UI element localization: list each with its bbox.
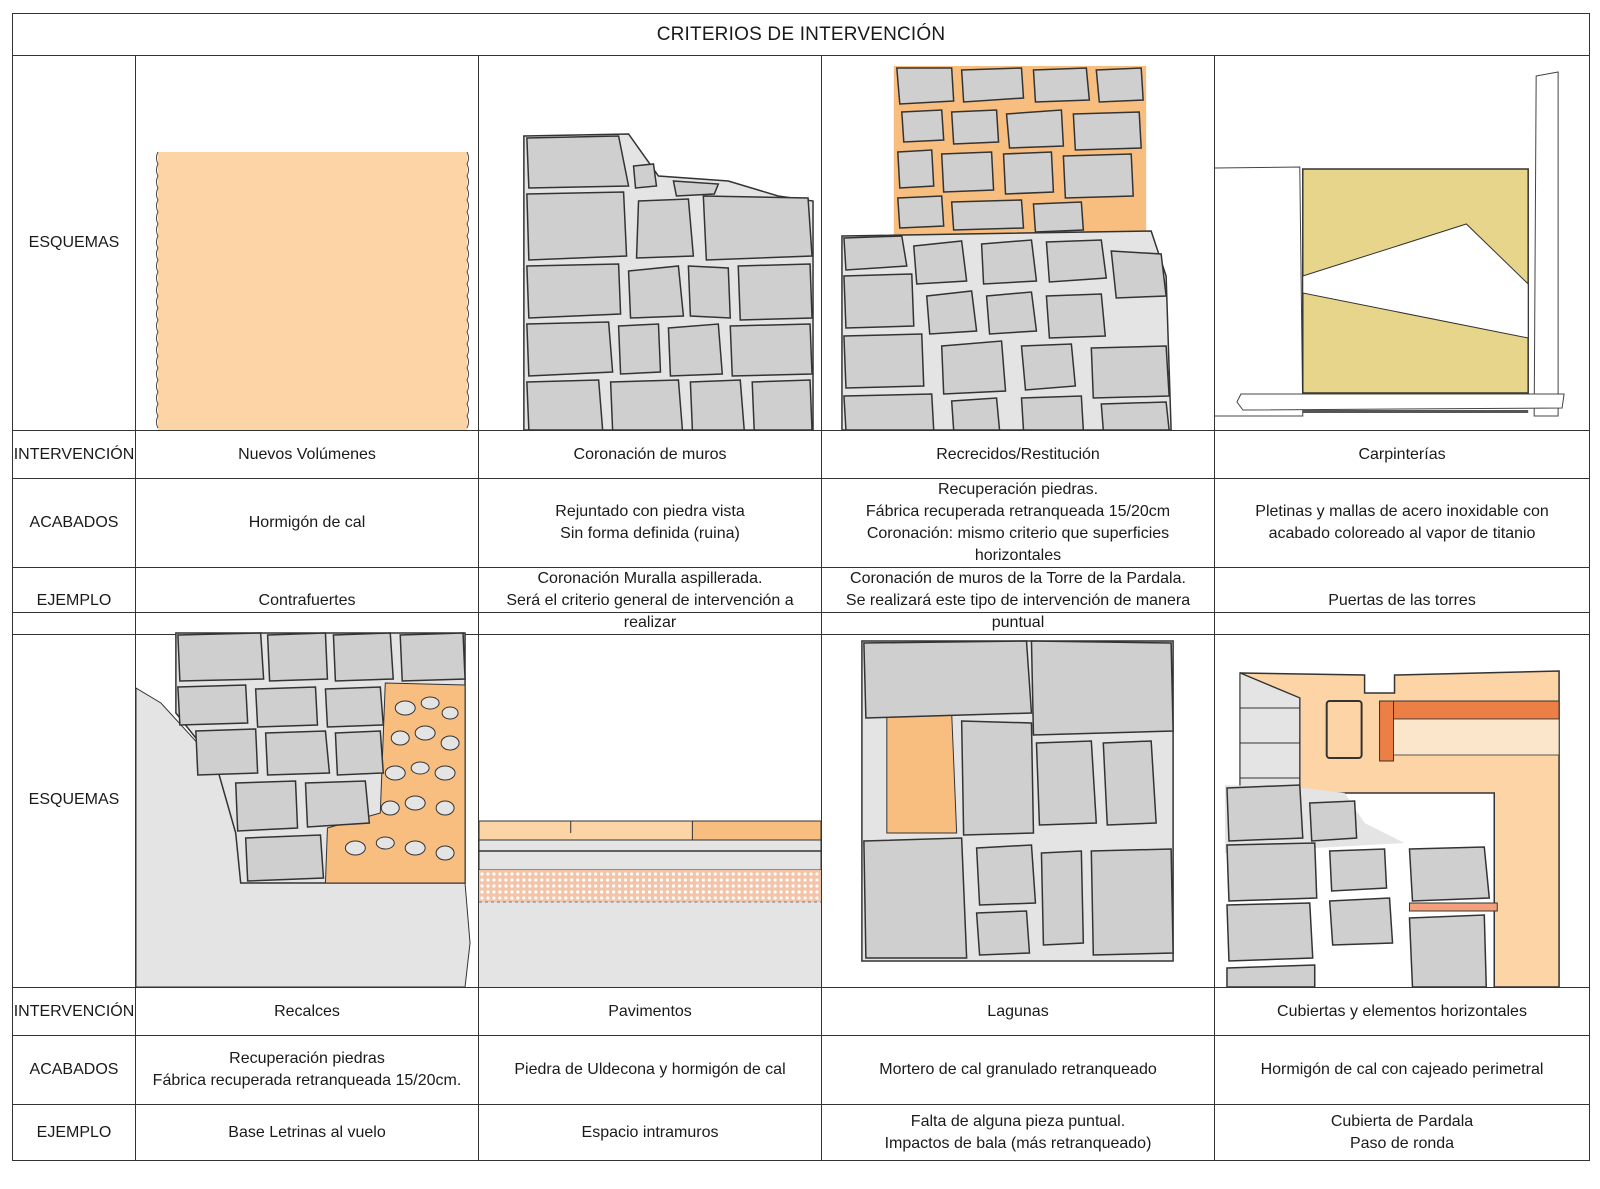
row-label-ejemplo: EJEMPLO bbox=[12, 1104, 136, 1161]
acabados-text: Piedra de Uldecona y hormigón de cal bbox=[514, 1061, 786, 1078]
schematic-gaps bbox=[821, 612, 1215, 988]
ejemplo-cell: Falta de alguna pieza puntual. Impactos … bbox=[821, 1104, 1215, 1161]
acabados-cell: Recuperación piedras. Fábrica recuperada… bbox=[821, 478, 1215, 568]
acabados-cell: Mortero de cal granulado retranqueado bbox=[821, 1035, 1215, 1105]
intervencion-cell: Coronación de muros bbox=[478, 430, 822, 479]
acabados-cell: Pletinas y mallas de acero inoxidable co… bbox=[1213, 478, 1591, 568]
ejemplo-text: Falta de alguna pieza puntual. Impactos … bbox=[884, 1112, 1152, 1152]
acabados-cell: Hormigón de cal bbox=[135, 478, 479, 568]
row-label-intervencion: INTERVENCIÓN bbox=[12, 987, 136, 1036]
acabados-cell: Recuperación piedras Fábrica recuperada … bbox=[135, 1035, 479, 1105]
row-label-esquemas: ESQUEMAS bbox=[12, 612, 136, 988]
row-label-esquemas: ESQUEMAS bbox=[12, 55, 136, 431]
ejemplo-text: Base Letrinas al vuelo bbox=[228, 1123, 386, 1141]
schematic-underpinning bbox=[135, 612, 479, 988]
schematic-paving bbox=[478, 612, 822, 988]
intervencion-cell: Carpinterías bbox=[1213, 430, 1591, 479]
table-title: CRITERIOS DE INTERVENCIÓN bbox=[11, 13, 1591, 56]
ejemplo-cell: Espacio intramuros bbox=[478, 1104, 822, 1161]
criteria-table-top: CRITERIOS DE INTERVENCIÓN ESQUEMAS bbox=[11, 13, 1591, 635]
schematic-carpentry bbox=[1213, 55, 1591, 431]
row-label-acabados: ACABADOS bbox=[12, 478, 136, 568]
intervencion-cell: Nuevos Volúmenes bbox=[135, 430, 479, 479]
acabados-text: Hormigón de cal con cajeado perimetral bbox=[1260, 1061, 1544, 1078]
schematic-new-volumes bbox=[135, 55, 479, 431]
ejemplo-text: Coronación Muralla aspillerada. Será el … bbox=[506, 570, 794, 631]
acabados-text: Recuperación piedras Fábrica recuperada … bbox=[152, 1050, 462, 1089]
ejemplo-cell: Cubierta de Pardala Paso de ronda bbox=[1214, 1104, 1590, 1161]
intervencion-cell: Pavimentos bbox=[478, 987, 822, 1036]
row-label-intervencion: INTERVENCIÓN bbox=[12, 430, 136, 479]
criteria-table-bottom: ESQUEMAS bbox=[12, 612, 1590, 1161]
intervencion-cell: Recalces bbox=[135, 987, 479, 1036]
acabados-cell: Hormigón de cal con cajeado perimetral bbox=[1214, 1035, 1590, 1105]
intervencion-cell: Lagunas bbox=[821, 987, 1215, 1036]
acabados-text: Rejuntado con piedra vista Sin forma def… bbox=[555, 503, 745, 542]
acabados-text: Hormigón de cal bbox=[248, 514, 366, 531]
acabados-text: Recuperación piedras. Fábrica recuperada… bbox=[865, 481, 1171, 564]
acabados-cell: Piedra de Uldecona y hormigón de cal bbox=[478, 1035, 822, 1105]
ejemplo-text: Espacio intramuros bbox=[581, 1123, 719, 1141]
ejemplo-text: Cubierta de Pardala Paso de ronda bbox=[1330, 1112, 1474, 1152]
schematic-roof bbox=[1214, 612, 1590, 988]
intervencion-cell: Cubiertas y elementos horizontales bbox=[1214, 987, 1590, 1036]
ejemplo-cell: Base Letrinas al vuelo bbox=[135, 1104, 479, 1161]
row-label-acabados: ACABADOS bbox=[12, 1035, 136, 1105]
ejemplo-text: Contrafuertes bbox=[258, 592, 356, 609]
schematic-regrowth-restitution bbox=[821, 55, 1215, 431]
ejemplo-text: Puertas de las torres bbox=[1328, 592, 1476, 609]
acabados-text: Mortero de cal granulado retranqueado bbox=[879, 1061, 1157, 1078]
acabados-cell: Rejuntado con piedra vista Sin forma def… bbox=[478, 478, 822, 568]
acabados-text: Pletinas y mallas de acero inoxidable co… bbox=[1255, 503, 1549, 542]
schematic-wall-crowning bbox=[478, 55, 822, 431]
intervencion-cell: Recrecidos/Restitución bbox=[821, 430, 1215, 479]
